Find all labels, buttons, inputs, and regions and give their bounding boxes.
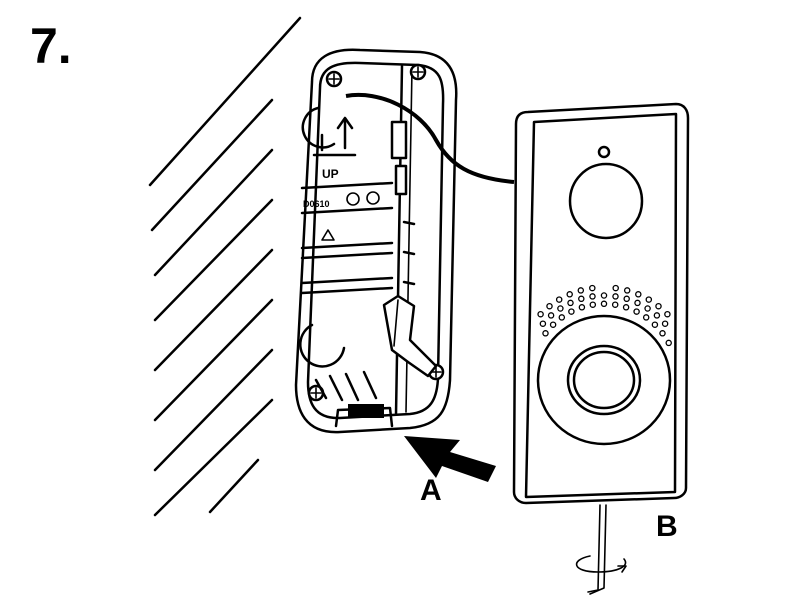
screw-top-left-icon bbox=[325, 70, 343, 88]
grille-hole bbox=[566, 291, 573, 298]
grille-hole bbox=[634, 299, 641, 307]
grille-hole bbox=[665, 339, 672, 347]
grille-hole bbox=[633, 308, 640, 315]
up-label: UP bbox=[322, 167, 339, 181]
grille-hole bbox=[578, 295, 585, 303]
grille-hole bbox=[655, 302, 662, 310]
grille-hole bbox=[664, 310, 671, 318]
grille-hole bbox=[622, 304, 630, 311]
wall-hatch-icon bbox=[148, 16, 302, 517]
status-led-icon bbox=[597, 145, 611, 159]
step-number: 7. bbox=[30, 18, 72, 74]
grille-hole bbox=[612, 284, 619, 292]
grille-hole bbox=[623, 295, 630, 303]
grille-hole bbox=[661, 320, 669, 327]
screw-bottom-left-icon bbox=[307, 384, 325, 402]
call-button bbox=[566, 344, 642, 416]
grille-hole bbox=[635, 291, 642, 298]
grille-hole bbox=[589, 284, 596, 292]
grille-hole bbox=[557, 305, 564, 312]
connection-cable bbox=[345, 92, 515, 184]
grille-hole bbox=[546, 302, 553, 310]
grille-hole bbox=[568, 308, 575, 315]
screwdriver-icon bbox=[587, 504, 607, 595]
grille-hole bbox=[539, 320, 547, 327]
grille-hole bbox=[644, 305, 651, 312]
doorbell-unit bbox=[512, 102, 690, 505]
grille-hole bbox=[542, 330, 549, 337]
grille-hole bbox=[589, 301, 597, 308]
mounting-plate: UP D0610 bbox=[294, 48, 458, 434]
grille-hole bbox=[611, 301, 619, 308]
grille-hole bbox=[642, 314, 650, 321]
grille-hole bbox=[589, 293, 596, 300]
call-button-ring bbox=[536, 314, 672, 446]
rotate-arrow-icon bbox=[575, 555, 627, 573]
grille-hole bbox=[623, 287, 631, 294]
grille-hole bbox=[567, 299, 574, 307]
grille-hole bbox=[577, 287, 585, 294]
grille-hole bbox=[600, 292, 608, 299]
warning-triangle-icon bbox=[321, 229, 335, 241]
part-code: D0610 bbox=[303, 199, 330, 209]
screw-top-right-icon bbox=[409, 63, 427, 81]
push-arrow-icon bbox=[404, 436, 496, 482]
speaker-grille bbox=[537, 284, 672, 347]
grille-hole bbox=[653, 312, 661, 319]
grille-hole bbox=[537, 310, 544, 318]
grille-hole bbox=[578, 304, 586, 311]
grille-hole bbox=[547, 312, 555, 319]
label-b: B bbox=[656, 510, 678, 543]
label-a: A bbox=[420, 474, 442, 507]
grille-hole bbox=[651, 321, 659, 328]
grille-hole bbox=[659, 330, 666, 337]
grille-hole bbox=[555, 296, 563, 303]
grille-hole bbox=[549, 321, 557, 328]
grille-hole bbox=[600, 300, 608, 308]
grille-hole bbox=[612, 293, 619, 300]
up-arrow-icon bbox=[312, 116, 357, 157]
camera-lens-icon bbox=[568, 162, 644, 240]
grille-hole bbox=[645, 296, 653, 303]
grille-hole bbox=[558, 314, 566, 321]
